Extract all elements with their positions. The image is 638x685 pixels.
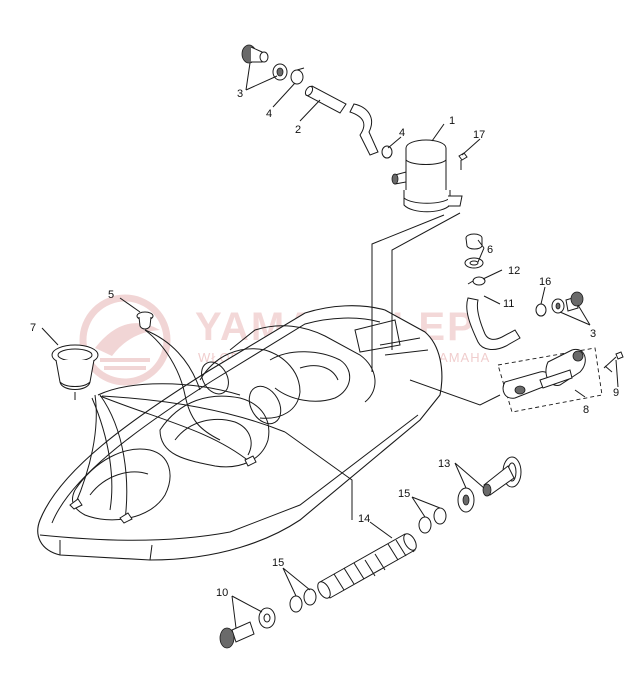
callout-3-top: 3 <box>237 88 243 100</box>
callout-4-top: 4 <box>266 108 272 120</box>
jet-boat-hull <box>37 305 443 561</box>
callout-13: 13 <box>438 458 450 470</box>
callout-15-lower: 15 <box>272 557 284 569</box>
corrugated-hose-part-14 <box>317 533 417 599</box>
hose-part-2 <box>304 85 379 156</box>
callout-5: 5 <box>108 289 114 301</box>
outlet-fitting-part-13 <box>457 456 522 513</box>
hose-clamp-part-15-upper <box>418 507 447 534</box>
hose-clamp-part-4-mid <box>381 145 393 159</box>
callout-6: 6 <box>487 244 493 256</box>
cup-holder-part <box>51 344 99 400</box>
callout-labels: 1 2 3 3 4 4 5 6 7 8 9 10 11 12 13 14 15 … <box>30 88 619 599</box>
callout-10: 10 <box>216 587 228 599</box>
callout-8: 8 <box>583 404 589 416</box>
screw-part-9 <box>603 351 624 369</box>
drain-plug-part-3-right <box>551 291 584 314</box>
leader-lines <box>41 62 619 629</box>
callout-17: 17 <box>473 129 485 141</box>
callout-14: 14 <box>358 513 370 525</box>
callout-15-upper: 15 <box>398 488 410 500</box>
hose-routing <box>69 329 286 524</box>
callout-7: 7 <box>30 322 36 334</box>
watermark-logo <box>79 294 171 386</box>
hose-part-11 <box>466 297 521 350</box>
drain-plug-part-10 <box>219 607 276 649</box>
screw-part-17 <box>458 152 468 170</box>
callout-16: 16 <box>539 276 551 288</box>
callout-2: 2 <box>295 124 301 136</box>
callout-12: 12 <box>508 265 520 277</box>
callout-4-mid: 4 <box>399 127 405 139</box>
bilge-pump-part-1 <box>391 139 463 213</box>
fitting-part-6 <box>464 233 484 269</box>
hose-clamp-part-4-top <box>290 67 305 85</box>
callout-9: 9 <box>613 387 619 399</box>
callout-3-right: 3 <box>590 328 596 340</box>
intake-assembly-part-8 <box>497 347 603 413</box>
callout-1: 1 <box>449 115 455 127</box>
callout-11: 11 <box>503 298 514 310</box>
hose-clamp-part-12 <box>467 276 486 286</box>
fitting-part-5 <box>136 311 154 330</box>
hose-clamp-part-16 <box>535 303 547 317</box>
